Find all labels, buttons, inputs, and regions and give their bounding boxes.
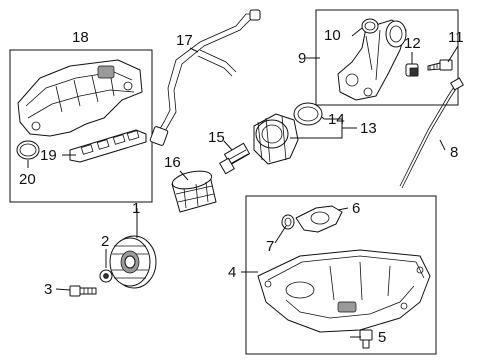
callout-2: 2 <box>101 233 109 250</box>
pickup-o-ring <box>281 214 295 230</box>
callout-1: 1 <box>132 200 140 217</box>
oil-pan <box>257 249 431 333</box>
oil-dipstick <box>399 77 464 189</box>
oil-filter <box>171 170 217 213</box>
adapter-o-ring <box>361 18 379 34</box>
callout-11: 11 <box>448 29 464 46</box>
callout-20: 20 <box>19 171 36 188</box>
manifold-gasket <box>69 129 147 163</box>
callout-4: 4 <box>228 264 236 281</box>
oil-pan-group-box <box>245 195 437 355</box>
callout-19: 19 <box>40 147 57 164</box>
oil-pickup-tube <box>295 205 343 233</box>
o-ring-seal <box>16 140 40 160</box>
oil-cooler <box>253 113 299 165</box>
bolt-11 <box>427 59 453 71</box>
dipstick-tube <box>149 9 261 146</box>
callout-3: 3 <box>44 281 52 298</box>
callout-8: 8 <box>450 144 458 161</box>
callout-9: 9 <box>298 50 306 67</box>
leader-lines <box>27 27 459 338</box>
crankshaft-pulley <box>109 235 157 289</box>
filter-stud <box>219 142 251 175</box>
drain-plug <box>359 329 373 349</box>
callout-6: 6 <box>352 200 360 217</box>
oil-filter-adapter <box>337 19 407 101</box>
callout-18: 18 <box>72 29 89 46</box>
callout-10: 10 <box>324 27 341 44</box>
callout-14: 14 <box>328 111 345 128</box>
pulley-washer <box>99 269 113 283</box>
callout-12: 12 <box>404 35 421 52</box>
callout-16: 16 <box>164 154 181 171</box>
callout-7: 7 <box>266 238 274 255</box>
callout-15: 15 <box>208 129 225 146</box>
intake-manifold <box>17 59 143 137</box>
cooler-gasket <box>293 102 323 126</box>
callout-5: 5 <box>378 329 386 346</box>
oil-pressure-sensor <box>405 63 419 77</box>
callout-17: 17 <box>176 32 193 49</box>
intake-manifold-group-box <box>9 49 153 203</box>
callout-13: 13 <box>360 120 377 137</box>
pulley-bolt <box>69 285 97 297</box>
